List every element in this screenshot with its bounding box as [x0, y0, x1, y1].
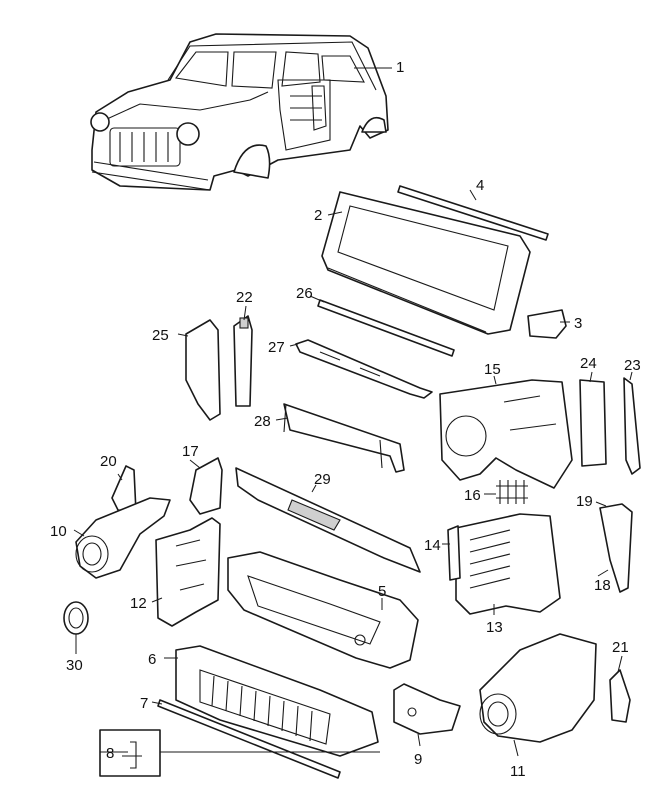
callout-17: 17 [182, 443, 199, 460]
callout-19: 19 [576, 493, 593, 510]
body-shell [90, 33, 389, 191]
front-wing [479, 633, 597, 743]
leader-lines [73, 67, 633, 757]
spring-clips [496, 480, 528, 504]
callout-5: 5 [378, 583, 386, 600]
callout-9: 9 [414, 751, 422, 768]
door-pillar [579, 379, 607, 467]
inner-wheel-arch [439, 379, 573, 489]
inner-wing-panel [155, 517, 221, 627]
callout-10: 10 [50, 523, 67, 540]
callout-29: 29 [314, 471, 331, 488]
callout-15: 15 [484, 361, 501, 378]
callout-28: 28 [254, 413, 271, 430]
callout-6: 6 [148, 651, 156, 668]
front-valance [227, 551, 419, 669]
windscreen-panel [321, 191, 531, 335]
callout-20: 20 [100, 453, 117, 470]
hinge-pillar [233, 315, 253, 407]
front-grille-panel [175, 645, 379, 757]
callout-25: 25 [152, 327, 169, 344]
callout-11: 11 [510, 763, 526, 780]
inner-panel [455, 513, 561, 615]
fixing-clip [99, 729, 161, 777]
lower-corner-panel [393, 683, 461, 735]
inner-support [283, 403, 405, 473]
rear-corner-panel [599, 503, 633, 593]
headlamp-wing [75, 497, 171, 579]
callout-16: 16 [464, 487, 481, 504]
inner-a-post [189, 457, 223, 515]
front-cross-panel [235, 467, 421, 573]
a-pillar-panel [185, 319, 221, 421]
callout-26: 26 [296, 285, 313, 302]
roof-strip [397, 185, 549, 241]
corner-panel [527, 309, 567, 339]
callout-12: 12 [130, 595, 147, 612]
callout-4: 4 [476, 177, 484, 194]
callout-18: 18 [594, 577, 611, 594]
grille-plate [447, 525, 461, 581]
callout-7: 7 [140, 695, 148, 712]
seal-strip [317, 299, 455, 357]
grommet [63, 601, 89, 635]
callout-27: 27 [268, 339, 285, 356]
crossmember [295, 339, 433, 399]
callout-2: 2 [314, 207, 322, 224]
callout-labels: 1 2 3 4 5 6 7 8 9 10 11 12 13 14 15 16 1… [50, 59, 641, 780]
door-strip [623, 377, 641, 475]
callout-24: 24 [580, 355, 597, 372]
callout-1: 1 [396, 59, 404, 76]
callout-23: 23 [624, 357, 641, 374]
callout-13: 13 [486, 619, 503, 636]
headlamp-bracket [111, 465, 137, 513]
callout-14: 14 [424, 537, 441, 554]
callout-22: 22 [236, 289, 253, 306]
lower-strip [157, 699, 341, 779]
callout-30: 30 [66, 657, 83, 674]
callout-8: 8 [106, 745, 114, 762]
callout-3: 3 [574, 315, 582, 332]
wing-trim [609, 669, 631, 723]
callout-21: 21 [612, 639, 629, 656]
